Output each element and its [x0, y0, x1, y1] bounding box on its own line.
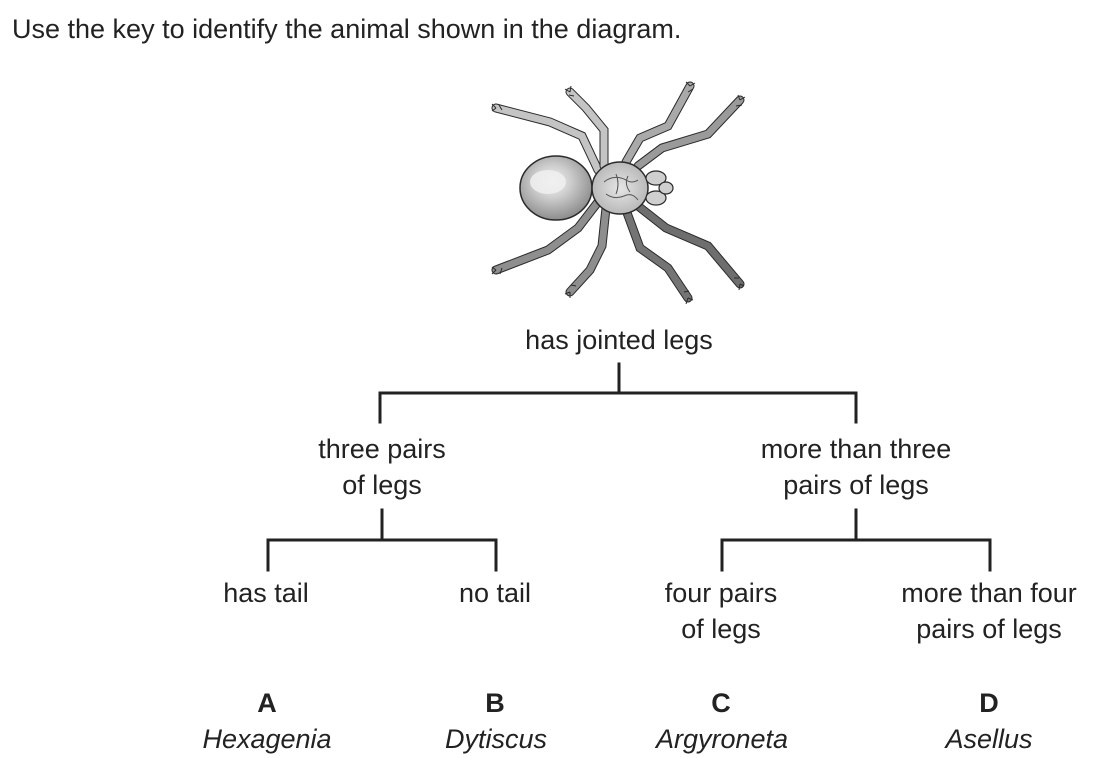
- option-a-name[interactable]: Hexagenia: [202, 724, 332, 754]
- spider-illustration: [491, 81, 746, 305]
- option-a-letter[interactable]: A: [257, 688, 277, 718]
- spider-cephalothorax: [591, 161, 649, 215]
- spider-carapace-pattern: [603, 173, 639, 201]
- left-branch-line1: three pairs: [318, 434, 446, 464]
- spider-leg-hairs: [491, 81, 746, 305]
- leaf-more-than-four-line2: pairs of legs: [916, 614, 1062, 644]
- question-text: Use the key to identify the animal shown…: [12, 14, 682, 44]
- leaf-no-tail-label: no tail: [458, 578, 532, 608]
- right-branch-line2: pairs of legs: [783, 470, 929, 500]
- left-branch-line2: of legs: [342, 470, 422, 500]
- right-branch-line1: more than three: [760, 434, 952, 464]
- option-c-letter[interactable]: C: [711, 688, 731, 718]
- option-b-letter[interactable]: B: [485, 688, 505, 718]
- key-left-branch: three pairs of legs: [232, 431, 532, 503]
- spider-legs: [491, 81, 745, 303]
- key-root: has jointed legs: [469, 322, 769, 358]
- key-leaf-no-tail: no tail: [345, 575, 645, 611]
- leaf-four-pairs-line2: of legs: [681, 614, 761, 644]
- leaf-four-pairs-line1: four pairs: [664, 578, 778, 608]
- option-c-name[interactable]: Argyroneta: [655, 724, 789, 754]
- spider-abdomen-highlight: [530, 170, 566, 194]
- key-right-branch: more than three pairs of legs: [706, 431, 1006, 503]
- option-b-name[interactable]: Dytiscus: [444, 724, 547, 754]
- key-leaf-four-pairs: four pairs of legs: [571, 575, 871, 647]
- key-leaf-more-than-four: more than four pairs of legs: [839, 575, 1101, 647]
- key-root-label: has jointed legs: [525, 325, 713, 355]
- option-d-letter[interactable]: D: [979, 688, 999, 718]
- leaf-more-than-four-line1: more than four: [901, 578, 1077, 608]
- option-d-name[interactable]: Asellus: [945, 724, 1033, 754]
- key-leaf-has-tail: has tail: [116, 575, 416, 611]
- spider-chelicerae: [645, 170, 674, 206]
- leaf-has-tail-label: has tail: [223, 578, 309, 608]
